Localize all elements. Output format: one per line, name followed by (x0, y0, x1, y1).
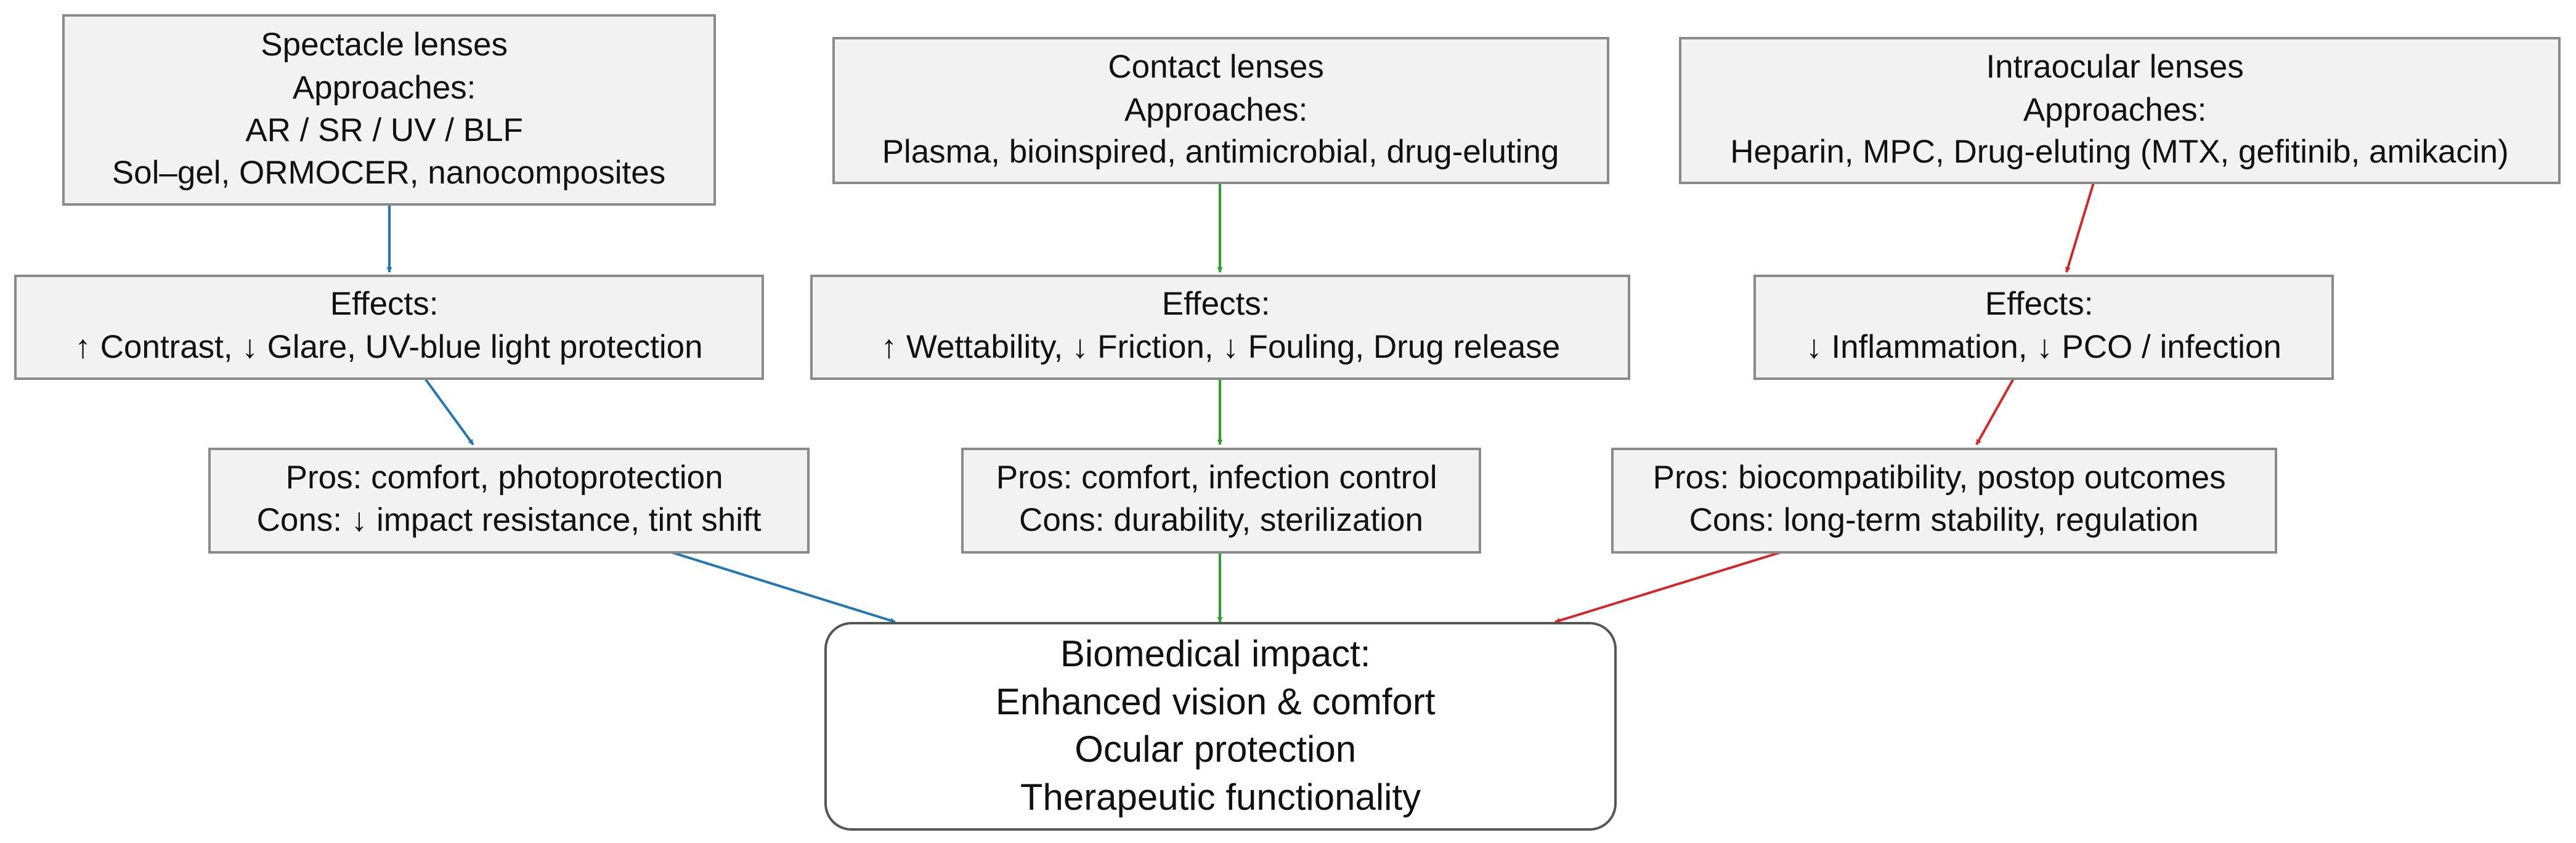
biomedical-impact-text: Biomedical impact: Enhanced vision & com… (996, 633, 1445, 818)
intraocular-approaches-node: Intraocular lenses Approaches: Heparin, … (1679, 37, 2561, 184)
contact-approaches-node: Contact lenses Approaches: Plasma, bioin… (832, 37, 1609, 184)
spectacle-effects-text: Effects: ↑ Contrast, ↓ Glare, UV-blue li… (75, 286, 702, 365)
intraocular-effects-node: Effects: ↓ Inflammation, ↓ PCO / infecti… (1753, 275, 2334, 380)
edge-intraocular-proscons-impact (1554, 551, 1781, 623)
edge-spectacle-effects-proscons (424, 377, 474, 446)
intraocular-approaches-text: Intraocular lenses Approaches: Heparin, … (1730, 49, 2509, 170)
contact-proscons-text: Pros: comfort, infection control Cons: d… (996, 459, 1447, 538)
contact-effects-text: Effects: ↑ Wettability, ↓ Friction, ↓ Fo… (881, 286, 1561, 365)
biomedical-impact-node: Biomedical impact: Enhanced vision & com… (824, 622, 1617, 831)
spectacle-proscons-text: Pros: comfort, photoprotection Cons: ↓ i… (257, 459, 762, 538)
contact-proscons-node: Pros: comfort, infection control Cons: d… (961, 448, 1481, 554)
spectacle-approaches-node: Spectacle lenses Approaches: AR / SR / U… (62, 14, 716, 206)
edge-spectacle-proscons-impact (671, 551, 896, 623)
intraocular-proscons-node: Pros: biocompatibility, postop outcomes … (1611, 448, 2277, 554)
contact-effects-node: Effects: ↑ Wettability, ↓ Friction, ↓ Fo… (810, 275, 1630, 380)
edges (386, 182, 2095, 623)
spectacle-approaches-text: Spectacle lenses Approaches: AR / SR / U… (112, 26, 665, 191)
intraocular-proscons-text: Pros: biocompatibility, postop outcomes … (1653, 459, 2235, 538)
edge-intraocular-approaches-effects (2065, 182, 2095, 273)
intraocular-effects-text: Effects: ↓ Inflammation, ↓ PCO / infecti… (1806, 286, 2281, 365)
spectacle-proscons-node: Pros: comfort, photoprotection Cons: ↓ i… (208, 448, 810, 554)
spectacle-effects-node: Effects: ↑ Contrast, ↓ Glare, UV-blue li… (14, 275, 764, 380)
contact-approaches-text: Contact lenses Approaches: Plasma, bioin… (882, 49, 1559, 170)
edge-intraocular-effects-proscons (1975, 378, 2015, 445)
